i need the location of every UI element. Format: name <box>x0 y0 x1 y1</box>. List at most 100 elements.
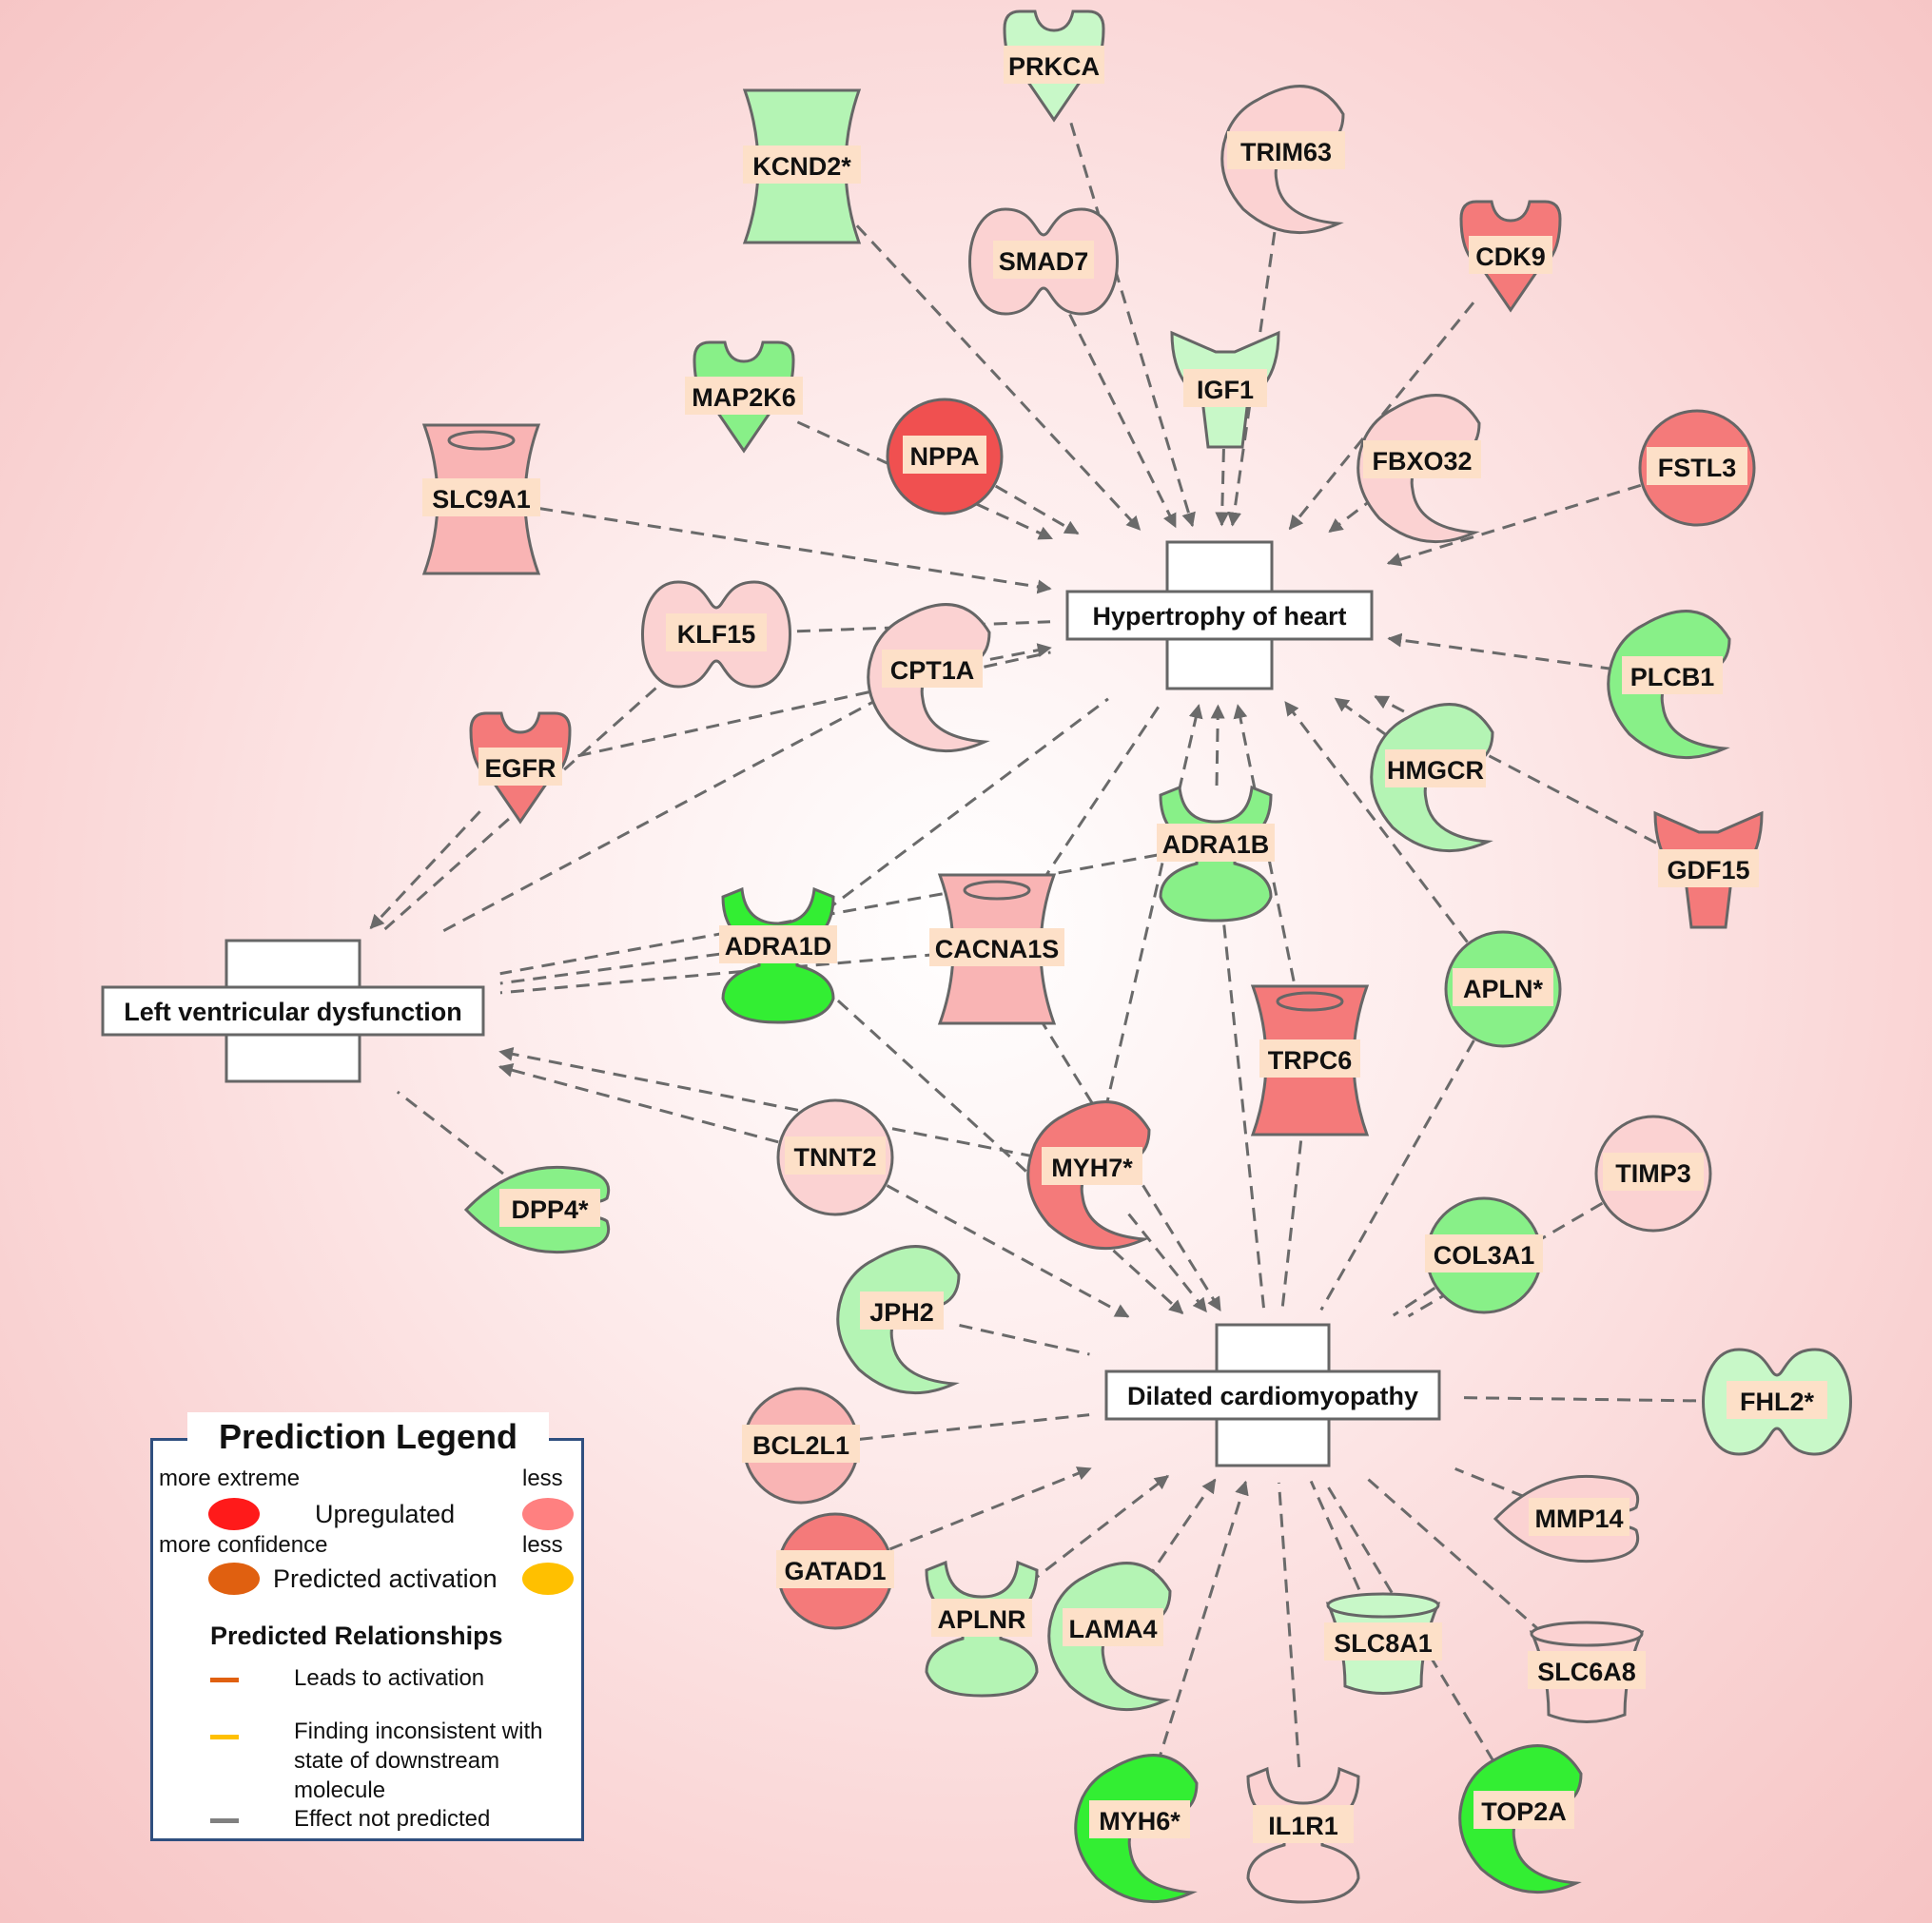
legend-inconsistent-1: Finding inconsistent with <box>294 1719 543 1744</box>
molecule-lama4[interactable]: LAMA4 <box>1047 1562 1172 1712</box>
molecule-bcl2l1[interactable]: BCL2L1 <box>742 1387 860 1505</box>
molecule-plcb1[interactable]: PLCB1 <box>1607 610 1731 760</box>
molecule-label-bg <box>1259 1039 1360 1078</box>
molecule-jph2[interactable]: JPH2 <box>836 1245 961 1395</box>
molecule-label-bg <box>1042 1147 1142 1185</box>
function-cross-center <box>1219 1373 1327 1417</box>
legend-upregulated-strong-dot <box>208 1498 260 1530</box>
molecule-label-bg <box>1183 369 1267 407</box>
edge-adra1b-hypertrophy <box>1210 704 1225 787</box>
shape-enzyme <box>1047 1562 1172 1712</box>
molecule-myh6[interactable]: MYH6* <box>1074 1754 1199 1904</box>
molecule-label-bg <box>1157 824 1275 862</box>
edge-myh7-dcm <box>1127 1213 1208 1313</box>
molecule-aplnr[interactable]: APLNR <box>925 1560 1039 1698</box>
molecule-fhl2[interactable]: FHL2* <box>1702 1348 1852 1456</box>
molecule-fbxo32[interactable]: FBXO32 <box>1356 394 1481 544</box>
molecule-label-bg <box>903 436 986 474</box>
molecule-label: APLNR <box>938 1605 1026 1634</box>
edge-gatad1-dcm <box>888 1467 1092 1551</box>
edge-cpt1a-hypertrophy <box>989 643 1052 661</box>
molecule-label: BCL2L1 <box>752 1431 849 1460</box>
edge-slc8a1-dcm <box>1309 1480 1361 1590</box>
molecule-mmp14[interactable]: MMP14 <box>1493 1474 1639 1564</box>
molecule-trim63[interactable]: TRIM63 <box>1220 85 1345 235</box>
molecule-klf15[interactable]: KLF15 <box>641 580 791 689</box>
shape-enzyme <box>836 1245 961 1395</box>
molecule-label: SLC8A1 <box>1334 1629 1433 1658</box>
edge-prkca-hypertrophy <box>1069 122 1196 528</box>
molecule-smad7[interactable]: SMAD7 <box>968 207 1119 316</box>
molecule-il1r1[interactable]: IL1R1 <box>1246 1766 1360 1904</box>
molecule-cacna1s[interactable]: CACNA1S <box>929 873 1064 1025</box>
molecule-cdk9[interactable]: CDK9 <box>1459 200 1562 313</box>
molecule-label-bg <box>478 748 562 786</box>
molecule-gdf15[interactable]: GDF15 <box>1653 810 1764 929</box>
molecule-label: APLN* <box>1463 975 1543 1003</box>
edge-trpc6-hypertrophy <box>1233 704 1300 1003</box>
molecule-label-bg <box>882 650 983 688</box>
molecule-myh7[interactable]: MYH7* <box>1026 1100 1151 1251</box>
molecule-label-bg <box>1528 1651 1646 1689</box>
molecule-label-bg <box>929 928 1064 966</box>
molecule-label-bg <box>1529 1498 1630 1536</box>
molecule-adra1d[interactable]: ADRA1D <box>719 886 837 1024</box>
edge-adra1d-lvd <box>499 952 720 985</box>
molecule-nppa[interactable]: NPPA <box>886 398 1004 515</box>
edge-col3a1-dcm <box>1392 1286 1436 1317</box>
legend-less-confidence: less <box>522 1532 563 1558</box>
molecule-label-bg <box>1425 1234 1543 1272</box>
molecule-adra1b[interactable]: ADRA1B <box>1157 785 1275 923</box>
molecule-apln[interactable]: APLN* <box>1444 930 1562 1048</box>
function-node-lvd[interactable]: Left ventricular dysfunction <box>101 939 485 1083</box>
molecule-label: IL1R1 <box>1268 1812 1338 1840</box>
molecule-hmgcr[interactable]: HMGCR <box>1370 703 1494 853</box>
molecule-slc8a1[interactable]: SLC8A1 <box>1324 1592 1442 1695</box>
molecule-igf1[interactable]: IGF1 <box>1170 330 1280 449</box>
molecule-label-bg <box>1647 447 1747 485</box>
legend-predicted-activation: Predicted activation <box>273 1564 498 1593</box>
molecule-dpp4[interactable]: DPP4* <box>463 1165 610 1254</box>
function-node-label: Left ventricular dysfunction <box>124 998 462 1026</box>
function-node-dcm[interactable]: Dilated cardiomyopathy <box>1104 1323 1441 1467</box>
molecule-trpc6[interactable]: TRPC6 <box>1250 984 1370 1136</box>
edge-mmp14-dcm <box>1454 1467 1526 1499</box>
legend-activation-line <box>210 1678 239 1682</box>
molecule-map2k6[interactable]: MAP2K6 <box>685 340 803 454</box>
edge-lama4-dcm <box>1144 1478 1217 1582</box>
legend-activation-strong-dot <box>208 1563 260 1595</box>
molecule-label: TNNT2 <box>794 1143 877 1172</box>
molecule-egfr[interactable]: EGFR <box>469 711 572 825</box>
molecule-label: ADRA1D <box>725 932 832 961</box>
molecule-timp3[interactable]: TIMP3 <box>1594 1115 1712 1233</box>
molecule-slc6a8[interactable]: SLC6A8 <box>1528 1621 1646 1723</box>
molecule-gatad1[interactable]: GATAD1 <box>776 1512 894 1630</box>
molecule-label: KLF15 <box>677 620 756 649</box>
molecule-label: CDK9 <box>1475 243 1546 271</box>
molecule-kcnd2[interactable]: KCND2* <box>742 88 862 244</box>
molecule-top2a[interactable]: TOP2A <box>1458 1744 1583 1894</box>
function-node-label: Dilated cardiomyopathy <box>1127 1382 1418 1410</box>
molecule-tnnt2[interactable]: TNNT2 <box>776 1098 894 1216</box>
molecule-label: IGF1 <box>1197 376 1254 404</box>
shape-transporter-ring <box>447 430 516 451</box>
legend-upregulated-light-dot <box>522 1498 574 1530</box>
molecule-col3a1[interactable]: COL3A1 <box>1425 1196 1543 1314</box>
legend-inconsistent-3: molecule <box>294 1777 386 1803</box>
shape-transporter-ring <box>1276 991 1344 1012</box>
molecule-label: GATAD1 <box>785 1557 887 1585</box>
molecule-slc9a1[interactable]: SLC9A1 <box>421 423 541 575</box>
molecule-cpt1a[interactable]: CPT1A <box>867 603 991 753</box>
edge-slc6a8-dcm <box>1364 1475 1544 1635</box>
shape-transporter-ring <box>963 880 1031 901</box>
prediction-legend: Prediction Legend more extreme less Upre… <box>150 1412 584 1841</box>
edge-nppa-hypertrophy <box>994 484 1080 535</box>
legend-more-confidence: more confidence <box>159 1532 328 1558</box>
shape-enzyme <box>1458 1744 1583 1894</box>
molecule-fstl3[interactable]: FSTL3 <box>1638 409 1756 527</box>
molecule-prkca[interactable]: PRKCA <box>1003 10 1105 123</box>
edge-cpt1a-lvd <box>439 696 881 934</box>
function-node-hypertrophy[interactable]: Hypertrophy of heart <box>1065 540 1374 690</box>
edge-tnnt2-dcm <box>886 1184 1130 1318</box>
molecule-label-bg <box>685 377 803 415</box>
